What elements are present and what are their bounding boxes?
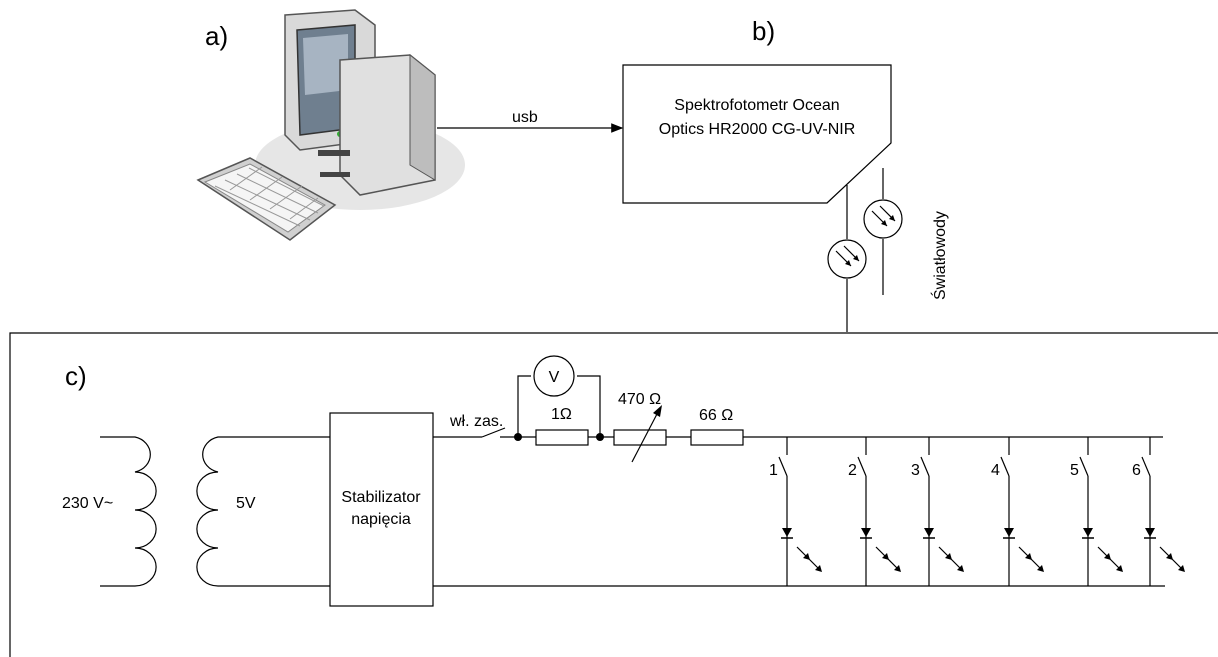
led-channel-label: 2 (848, 462, 857, 479)
led-icon (1144, 528, 1185, 572)
led-branch: 1 (769, 437, 822, 586)
resistor-1ohm-label: 1Ω (551, 406, 572, 423)
led-icon (923, 528, 964, 572)
power-switch-label: wł. zas. (449, 413, 503, 430)
voltage-stabilizer-box (329, 412, 434, 607)
led-branch: 2 (848, 437, 901, 586)
led-switch-icon (1000, 456, 1010, 477)
mains-voltage-label: 230 V~ (62, 495, 113, 512)
fiber-connector-icon (827, 239, 867, 279)
power-switch-icon (481, 427, 506, 438)
led-channel-label: 3 (911, 462, 920, 479)
resistor-1ohm (535, 429, 589, 446)
led-switch-icon (1079, 456, 1089, 477)
led-branch: 6 (1132, 437, 1185, 586)
stabilizer-label-line2: napięcia (351, 511, 411, 528)
potentiometer-label: 470 Ω (618, 391, 661, 408)
section-c-frame (9, 332, 1218, 657)
secondary-voltage-label: 5V (236, 495, 256, 512)
spectrometer-box (622, 64, 892, 204)
resistor-66ohm (690, 429, 744, 446)
junction-dot (514, 433, 522, 441)
voltmeter-icon (533, 355, 575, 397)
optical-fibers (846, 168, 884, 332)
stabilizer-label-line1: Stabilizator (341, 489, 421, 506)
fiber-connector-icon (863, 199, 903, 239)
section-a-label: a) (205, 21, 228, 51)
led-branch: 4 (991, 437, 1044, 586)
voltmeter-label: V (549, 369, 560, 386)
transformer-icon (100, 436, 330, 587)
led-icon (1082, 528, 1123, 572)
fibers-label: Światłowody (930, 211, 949, 300)
junction-dot (596, 433, 604, 441)
circuit-wires (433, 375, 1165, 587)
led-icon (1003, 528, 1044, 572)
computer-icon (196, 9, 465, 241)
spectrometer-label-line1: Spektrofotometr Ocean (674, 97, 839, 114)
led-icon (860, 528, 901, 572)
led-switch-icon (778, 456, 788, 477)
led-channel-label: 4 (991, 462, 1000, 479)
led-channel-label: 6 (1132, 462, 1141, 479)
led-switch-icon (857, 456, 867, 477)
resistor-66ohm-label: 66 Ω (699, 407, 733, 424)
led-branch: 3 (911, 437, 964, 586)
led-switch-icon (1141, 456, 1151, 477)
section-c-label: c) (65, 361, 87, 391)
led-channel-label: 5 (1070, 462, 1079, 479)
spectrometer-label-line2: Optics HR2000 CG-UV-NIR (659, 121, 856, 138)
led-channel-label: 1 (769, 462, 778, 479)
led-icon (781, 528, 822, 572)
led-switch-icon (920, 456, 930, 477)
led-branch: 5 (1070, 437, 1123, 586)
potentiometer-icon (613, 405, 667, 463)
led-branches: 1 2 3 4 5 6 (769, 437, 1185, 586)
section-b-label: b) (752, 16, 775, 46)
usb-label: usb (512, 109, 538, 126)
